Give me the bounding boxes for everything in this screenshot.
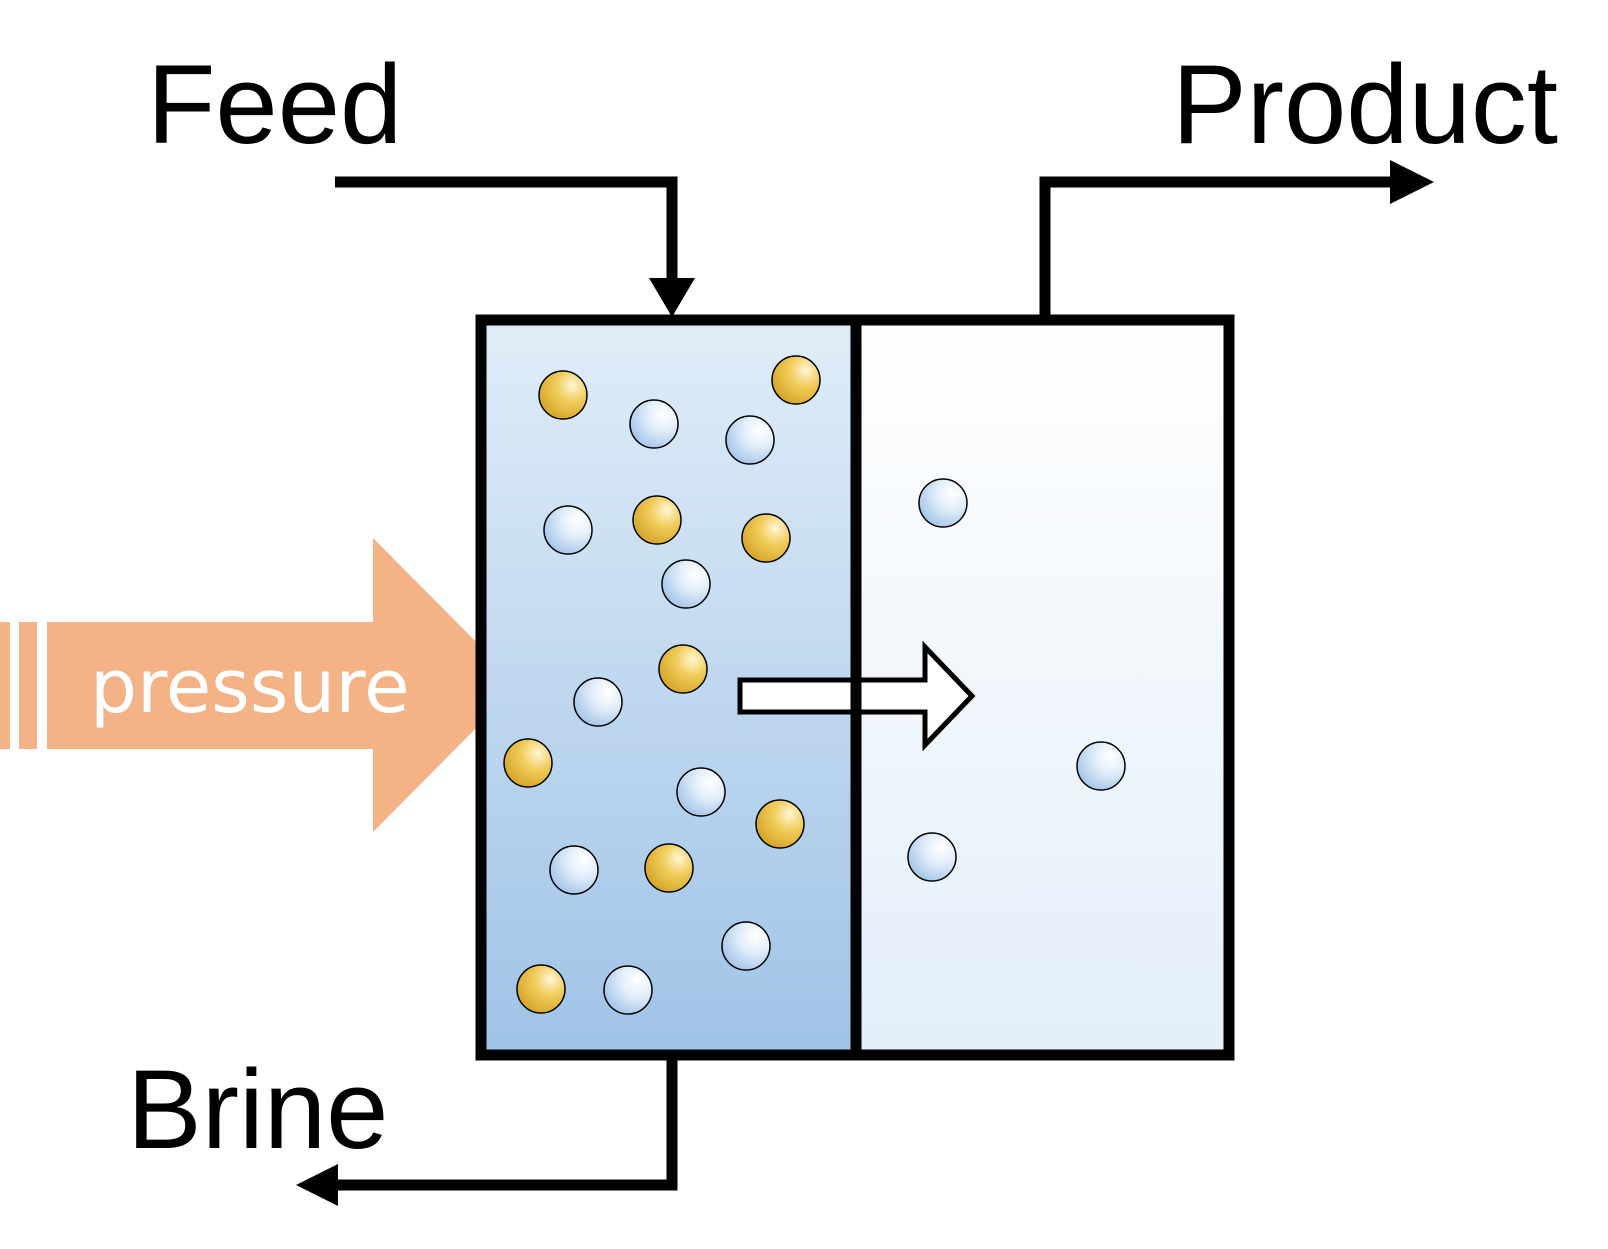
solute-particle [644,843,694,893]
product-arrowhead [1390,160,1434,204]
brine-pipe [296,1060,678,1206]
brine-arrowhead [296,1164,338,1206]
solute-particle [632,495,682,545]
water-molecule [721,921,771,971]
water-molecule [676,767,726,817]
product-pipe [1039,160,1434,315]
feed-side-particles [503,355,821,1015]
solute-particle [658,644,708,694]
water-molecule [1076,741,1126,791]
feed-label: Feed [147,42,402,167]
solute-particle [755,799,805,849]
water-molecule [918,478,968,528]
water-molecule [549,845,599,895]
feed-pipe [335,176,695,317]
solute-particle [771,355,821,405]
solute-particle [538,370,588,420]
pressure-label: pressure [90,644,410,730]
pressure-arrow: pressure [0,538,519,832]
brine-label: Brine [127,1047,388,1172]
pressure-arrow-body [47,538,519,832]
water-molecule [573,677,623,727]
solute-particle [516,964,566,1014]
pressure-arrow-tail-stripe [0,622,10,749]
solute-particle [503,738,553,788]
water-molecule [629,399,679,449]
feed-arrowhead [649,278,695,317]
product-label: Product [1172,42,1558,167]
water-molecule [725,415,775,465]
solute-particle [741,513,791,563]
water-molecule [907,832,957,882]
water-molecule [661,559,711,609]
product-side-particles [907,478,1126,882]
pressure-arrow-tail-stripe [19,622,37,749]
water-molecule [543,505,593,555]
water-molecule [603,965,653,1015]
